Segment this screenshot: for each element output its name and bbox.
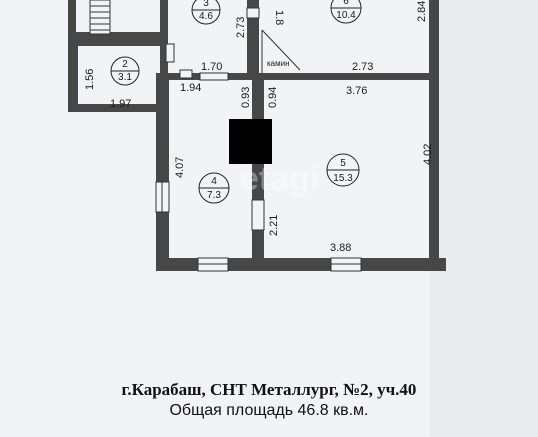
dim-2-73-horizontal: 2.73: [352, 61, 373, 73]
fireplace-outline: [261, 29, 301, 73]
wall-right: [429, 0, 439, 271]
dim-4-02: 4.02: [422, 144, 434, 165]
total-area-caption: Общая площадь 46.8 кв.м.: [169, 402, 369, 419]
wall-partition-3-6: [247, 0, 259, 76]
dim-2-84: 2.84: [416, 1, 428, 22]
watermark: etagi: [240, 160, 319, 198]
door-room4: [199, 72, 229, 81]
room-5-number: 5: [340, 158, 346, 169]
address-caption: г.Карабаш, СНТ Металлург, №2, уч.40: [121, 380, 417, 399]
door-4-5: [251, 199, 265, 231]
door-room2: [179, 69, 193, 79]
dim-1-70: 1.70: [201, 61, 222, 73]
paper-shade: [430, 0, 538, 437]
room-4-number: 4: [211, 176, 217, 187]
room-3-number: 3: [203, 0, 209, 9]
room-label-4: 4 7.3: [198, 172, 230, 204]
dim-2-73-vertical: 2.73: [235, 17, 247, 38]
dim-4-07: 4.07: [174, 157, 186, 178]
door-room3: [165, 43, 175, 63]
room-3-area: 4.6: [199, 11, 213, 22]
wall-room2-bottom: [68, 104, 168, 112]
windows: [155, 7, 362, 272]
room-label-2: 2 3.1: [110, 56, 140, 86]
room-2-number: 2: [122, 59, 128, 70]
room-6-area: 10.4: [336, 10, 356, 21]
dim-0-94: 0.94: [267, 87, 279, 108]
stairs: [89, 0, 111, 35]
wall-upper-horizontal: [76, 32, 166, 40]
chimney: [229, 119, 272, 164]
dim-1-97: 1.97: [110, 98, 131, 110]
dimensions: 2.73 1.8 2.84 1.56 1.70 2.73 1.94 1.97 0…: [84, 1, 434, 254]
fireplace-label: камин: [267, 59, 290, 68]
dim-3-88: 3.88: [330, 242, 351, 254]
dim-0-93: 0.93: [240, 87, 252, 108]
wall-room2-top: [68, 38, 168, 46]
room-4-area: 7.3: [207, 190, 221, 201]
door-room6: [246, 7, 260, 19]
dim-1-56: 1.56: [84, 69, 96, 90]
dim-1-8: 1.8: [273, 10, 285, 25]
dim-2-21: 2.21: [268, 215, 280, 236]
dim-3-76: 3.76: [346, 85, 367, 97]
room-6-number: 6: [343, 0, 349, 7]
room-5-area: 15.3: [333, 173, 353, 184]
dim-1-94: 1.94: [180, 82, 201, 94]
wall-upper-left: [68, 0, 76, 40]
wall-room2-left: [68, 40, 78, 112]
room-2-area: 3.1: [118, 72, 132, 83]
wall-lower-left: [156, 76, 169, 271]
room-label-3: 3 4.6: [191, 0, 221, 25]
room-label-5: 5 15.3: [326, 153, 360, 187]
room-label-6: 6 10.4: [330, 0, 362, 24]
wall-mid-horizontal: [156, 73, 439, 80]
